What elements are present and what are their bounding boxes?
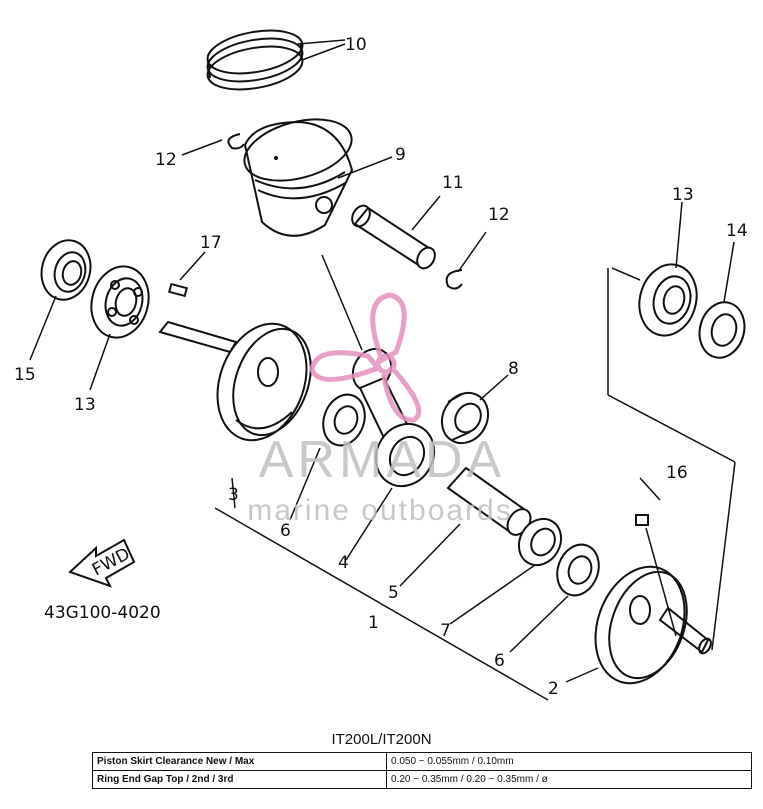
callout-16: 16 (666, 463, 688, 483)
small-end-bearing (440, 391, 490, 445)
forward-arrow-icon: FWD (68, 538, 136, 588)
callout-1: 1 (368, 613, 379, 633)
callout-12-left: 12 (155, 150, 177, 170)
callout-3: 3 (228, 485, 239, 505)
propeller-logo-icon (309, 292, 422, 423)
callout-11: 11 (442, 173, 464, 193)
part-number: 43G100-4020 (44, 603, 161, 623)
spec-label: Piston Skirt Clearance New / Max (92, 752, 387, 771)
callout-14: 14 (726, 221, 748, 241)
callout-6-left: 6 (280, 521, 291, 541)
oil-seal-left (40, 239, 92, 301)
crank-dowel-pin (635, 514, 649, 526)
callout-4: 4 (338, 553, 349, 573)
bearing-left (90, 265, 150, 339)
spec-value: 0.20 ~ 0.35mm / 0.20 ~ 0.35mm / ø (386, 770, 752, 789)
crank-wheel-left (158, 320, 312, 442)
piston-rings (206, 29, 304, 91)
spec-label: Ring End Gap Top / 2nd / 3rd (92, 770, 387, 789)
big-end-bearing (517, 517, 563, 567)
callout-6-right: 6 (494, 651, 505, 671)
piston-pin-clip-right (445, 269, 463, 290)
connecting-rod (351, 347, 436, 488)
thrust-washer-right (556, 543, 600, 597)
piston (243, 118, 354, 237)
callout-2: 2 (548, 679, 559, 699)
watermark-tagline: marine outboards (247, 494, 512, 527)
callout-7: 7 (440, 621, 451, 641)
callout-labels: 10 9 12 11 12 17 13 14 15 13 8 16 3 6 4 … (14, 35, 748, 699)
spec-row: Piston Skirt Clearance New / Max 0.050 ~… (92, 752, 752, 771)
oil-seal-right (698, 301, 746, 359)
callout-9: 9 (395, 145, 406, 165)
spec-table: Piston Skirt Clearance New / Max 0.050 ~… (92, 752, 752, 789)
piston-pin-clip-left (227, 133, 245, 150)
callout-10: 10 (345, 35, 367, 55)
watermark: ARMADA marine outboards (247, 292, 512, 527)
thrust-washer-left (322, 393, 366, 447)
crank-wheel-right (594, 565, 712, 685)
callout-5: 5 (388, 583, 399, 603)
callout-8: 8 (508, 359, 519, 379)
bearing-right (638, 263, 698, 337)
watermark-brand: ARMADA (259, 431, 505, 489)
spec-row: Ring End Gap Top / 2nd / 3rd 0.20 ~ 0.35… (92, 770, 752, 789)
callout-12-right: 12 (488, 205, 510, 225)
callout-15: 15 (14, 365, 36, 385)
callout-13-left: 13 (74, 395, 96, 415)
leader-lines (29, 39, 735, 683)
callout-17: 17 (200, 233, 222, 253)
spec-value: 0.050 ~ 0.055mm / 0.10mm (386, 752, 752, 771)
model-title: IT200L/IT200N (331, 731, 432, 748)
piston-pin (351, 204, 436, 270)
woodruff-key (168, 282, 188, 298)
callout-13-right: 13 (672, 185, 694, 205)
assembly-lines (214, 267, 736, 701)
